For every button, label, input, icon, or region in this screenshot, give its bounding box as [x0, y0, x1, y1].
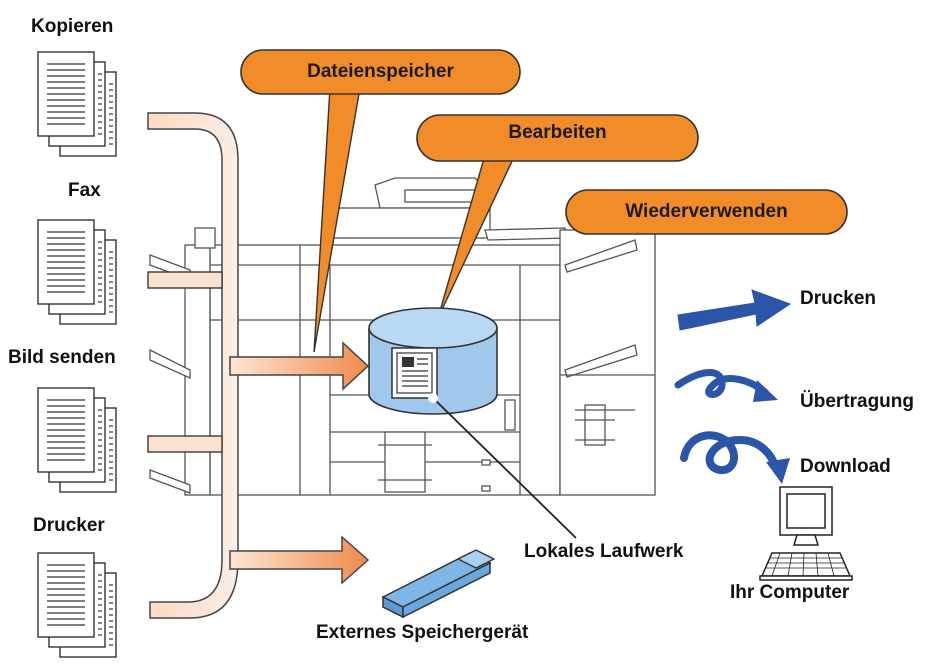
copy-label: Kopieren — [31, 16, 114, 37]
flow-arrow-to-drive — [229, 341, 370, 391]
download-label: Download — [800, 456, 891, 477]
file-storage-callout-text: Dateienspeicher — [307, 61, 454, 82]
flow-arrow-to-external — [229, 535, 370, 585]
transfer-label: Übertragung — [800, 391, 914, 412]
input-flow-bracket — [147, 112, 239, 619]
download-output-arrow — [680, 431, 790, 484]
image-send-documents-icon — [37, 387, 117, 493]
computer-label: Ihr Computer — [730, 582, 850, 603]
reuse-callout-text: Wiederverwenden — [625, 201, 788, 222]
copy-documents-icon — [37, 51, 117, 157]
edit-callout — [416, 114, 699, 162]
computer-icon — [759, 486, 853, 581]
transfer-output-arrow — [674, 369, 778, 402]
reuse-callout — [565, 189, 848, 235]
fax-documents-icon — [37, 219, 117, 325]
printer-label: Drucker — [33, 515, 105, 536]
printer-documents-icon — [37, 552, 117, 658]
local-drive-icon — [368, 307, 498, 415]
print-output-arrow — [677, 289, 792, 331]
external-storage-icon — [381, 549, 496, 619]
local-drive-leader-line — [432, 397, 577, 539]
file-storage-callout — [240, 49, 521, 95]
edit-callout-text: Bearbeiten — [508, 122, 607, 143]
local-drive-label: Lokales Laufwerk — [524, 541, 684, 562]
print-label: Drucken — [800, 288, 877, 309]
external-device-label: Externes Speichergerät — [316, 622, 529, 643]
local-drive-leader-dot — [428, 393, 438, 403]
image-send-label: Bild senden — [8, 347, 116, 368]
fax-label: Fax — [68, 180, 101, 201]
